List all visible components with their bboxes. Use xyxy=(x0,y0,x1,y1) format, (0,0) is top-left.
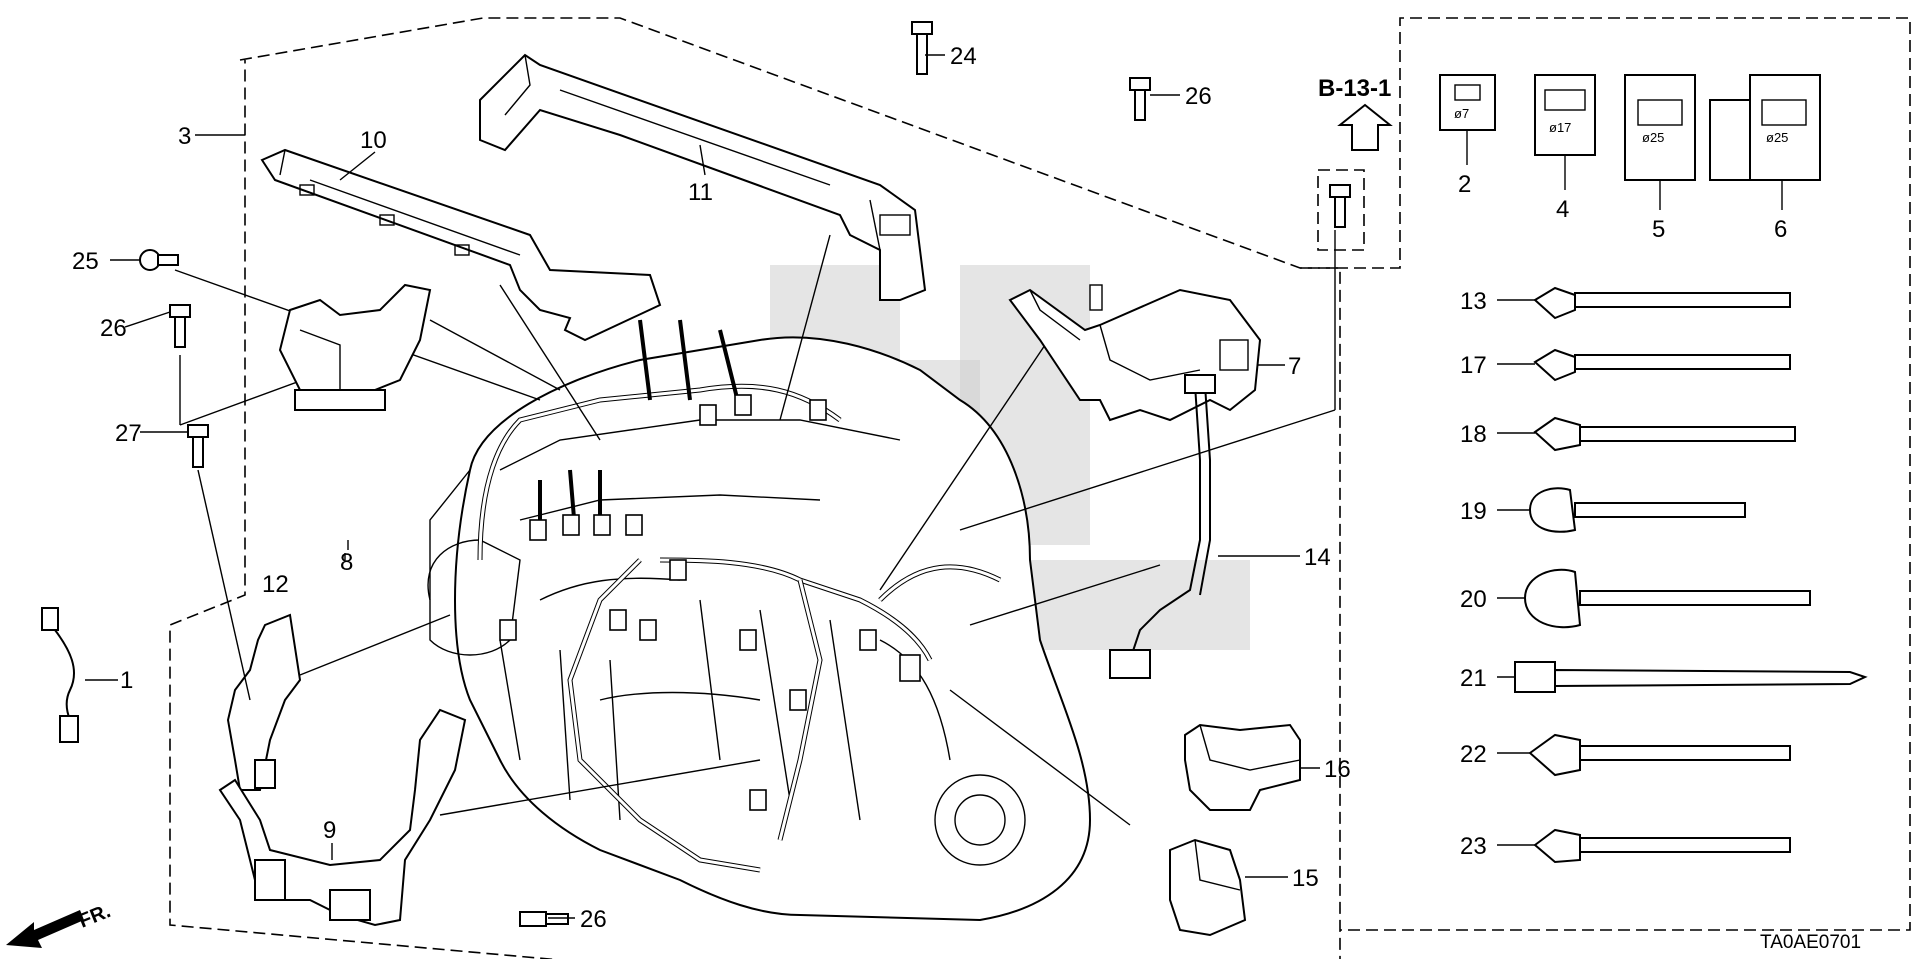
callout-leaders xyxy=(85,54,1783,919)
callout-3: 3 xyxy=(178,123,191,150)
callout-26-left: 26 xyxy=(100,315,127,342)
callout-10: 10 xyxy=(360,127,387,154)
callout-4: 4 xyxy=(1556,196,1569,223)
callout-26-top: 26 xyxy=(1185,83,1212,110)
part-1-sensor-lead xyxy=(41,607,79,743)
diameter-label-6: ø25 xyxy=(1766,130,1788,145)
harness-connectors xyxy=(499,394,921,811)
callout-1: 1 xyxy=(120,667,133,694)
callout-19: 19 xyxy=(1460,498,1487,525)
part-11-harness-cover xyxy=(479,53,927,301)
callout-24: 24 xyxy=(950,43,977,70)
callout-14: 14 xyxy=(1304,544,1331,571)
callout-11: 11 xyxy=(688,179,713,206)
callout-labels: 1 2 3 4 5 6 7 8 9 10 11 12 13 14 15 16 1… xyxy=(72,43,1787,933)
clip-19 xyxy=(1528,487,1746,533)
callout-20: 20 xyxy=(1460,586,1487,613)
callout-23: 23 xyxy=(1460,833,1487,860)
callout-22: 22 xyxy=(1460,741,1487,768)
callout-7: 7 xyxy=(1288,353,1301,380)
reference-arrow xyxy=(1317,103,1393,251)
part-16-cover xyxy=(1184,723,1301,811)
part-8-harness-holder xyxy=(278,283,432,411)
clip-17 xyxy=(1533,348,1791,382)
callout-26-bottom: 26 xyxy=(580,906,607,933)
callout-13: 13 xyxy=(1460,288,1487,315)
callout-5: 5 xyxy=(1652,216,1665,243)
part-9-harness-clamp xyxy=(218,708,467,927)
callout-2: 2 xyxy=(1458,171,1471,198)
leader-lines xyxy=(174,230,1336,826)
front-indicator: FR. xyxy=(76,900,114,932)
clip-18 xyxy=(1533,416,1796,452)
callout-8: 8 xyxy=(340,549,353,576)
callout-27: 27 xyxy=(115,420,142,447)
bolt-26-bottom xyxy=(519,911,569,927)
bolt-26-left xyxy=(169,304,191,348)
clip-20 xyxy=(1523,568,1811,629)
grommet-5 xyxy=(1624,74,1696,181)
diameter-label-5: ø25 xyxy=(1642,130,1664,145)
part-10-harness-cover xyxy=(260,148,662,342)
diameter-label-4: ø17 xyxy=(1549,120,1571,135)
bolt-25 xyxy=(139,249,179,271)
part-12-stay xyxy=(226,613,302,791)
callout-17: 17 xyxy=(1460,352,1487,379)
bolt-26-top xyxy=(1129,77,1151,121)
diagram-code: TA0AE0701 xyxy=(1760,932,1861,953)
part-15-cover xyxy=(1169,838,1247,937)
callout-25: 25 xyxy=(72,248,99,275)
callout-9: 9 xyxy=(323,817,336,844)
callout-21: 21 xyxy=(1460,665,1487,692)
front-arrow-icon xyxy=(6,910,84,948)
callout-16: 16 xyxy=(1324,756,1351,783)
part-14-sub-harness xyxy=(1109,374,1216,679)
clip-22 xyxy=(1528,733,1791,777)
engine-wire-harness xyxy=(477,319,1002,873)
engine-assembly xyxy=(427,336,1092,922)
reference-label: B-13-1 xyxy=(1318,75,1391,102)
grommet-group-boundary xyxy=(1300,17,1911,931)
main-group-boundary xyxy=(169,17,1341,959)
callout-12: 12 xyxy=(262,571,289,598)
diameter-label-2: ø7 xyxy=(1454,106,1469,121)
grommet-2 xyxy=(1439,74,1496,131)
clip-21 xyxy=(1514,661,1868,693)
callout-6: 6 xyxy=(1774,216,1787,243)
callout-15: 15 xyxy=(1292,865,1319,892)
grommet-diameter-labels: ø7 ø17 ø25 ø25 xyxy=(1454,106,1788,145)
grommet-4 xyxy=(1534,74,1596,156)
clip-23 xyxy=(1533,828,1791,864)
bolt-27 xyxy=(187,424,251,701)
bolt-24 xyxy=(911,21,933,75)
callout-18: 18 xyxy=(1460,421,1487,448)
grommet-6 xyxy=(1709,74,1821,181)
clip-13 xyxy=(1533,286,1791,320)
